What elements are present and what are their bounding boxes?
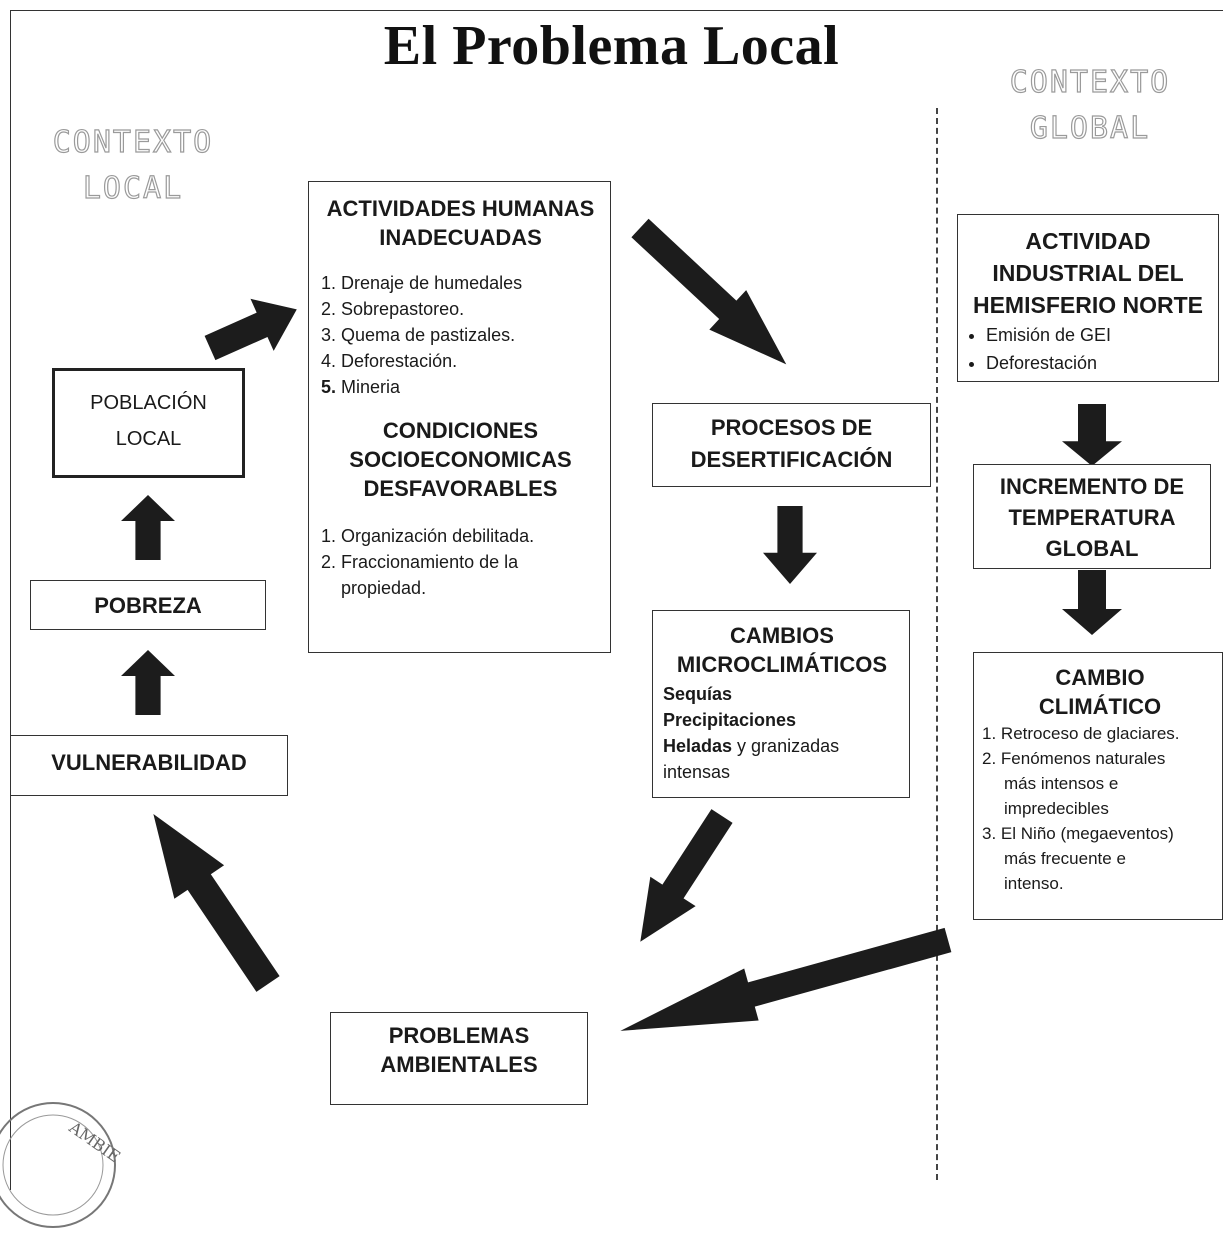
svg-text:AMBIE: AMBIE xyxy=(65,1117,124,1166)
list-item: 1. Organización debilitada. xyxy=(321,526,535,546)
condiciones-list: 1. Organización debilitada. 2. Fracciona… xyxy=(321,523,600,601)
box-problemas-ambientales: PROBLEMAS AMBIENTALES xyxy=(330,1012,588,1105)
list-item: 2. Sobrepastoreo. xyxy=(321,299,465,319)
list-item: 4. Deforestación. xyxy=(321,351,458,371)
microclima-list: Sequías Precipitaciones Heladas y graniz… xyxy=(663,681,901,785)
box-pobreza: POBREZA xyxy=(30,580,266,630)
box-cambio-climatico: CAMBIO CLIMÁTICO 1. Retroceso de glaciar… xyxy=(973,652,1223,920)
arrow-actividades-to-procesos xyxy=(621,208,805,385)
list-item: 1. Drenaje de humedales xyxy=(321,273,523,293)
list-item: impredecibles xyxy=(1004,799,1109,818)
context-global-label: CONTEXTO GLOBAL xyxy=(1009,64,1171,146)
list-item: Heladas y granizadas xyxy=(663,736,840,756)
arrow-cambios-to-problemas xyxy=(617,801,745,957)
list-item: 3. Quema de pastizales. xyxy=(321,325,516,345)
list-item: 5. Mineria xyxy=(321,377,401,397)
actividades-list: 1. Drenaje de humedales 2. Sobrepastoreo… xyxy=(321,270,600,400)
list-item: 1. Retroceso de glaciares. xyxy=(982,724,1180,743)
list-item: más intensos e xyxy=(1004,774,1119,793)
list-item: Sequías xyxy=(663,684,733,704)
box-actividad-industrial: ACTIVIDAD INDUSTRIAL DEL HEMISFERIO NORT… xyxy=(957,214,1219,382)
arrow-poblacion-to-actividades xyxy=(198,283,309,375)
arrow-pobreza-to-poblacion xyxy=(121,495,175,560)
list-item: Deforestación xyxy=(986,349,1212,377)
arrow-cambio-climatico-to-problemas xyxy=(613,913,956,1057)
climatico-list: 1. Retroceso de glaciares. 2. Fenómenos … xyxy=(982,721,1218,896)
arrow-procesos-to-cambios xyxy=(763,506,817,584)
box-actividades-humanas: ACTIVIDADES HUMANAS INADECUADAS 1. Drena… xyxy=(308,181,611,653)
list-item: Precipitaciones xyxy=(663,710,797,730)
list-item: más frecuente e xyxy=(1004,849,1126,868)
industrial-list: Emisión de GEI Deforestación xyxy=(964,321,1212,377)
context-local-label: CONTEXTO LOCAL xyxy=(52,124,214,206)
arrow-incremento-to-cambio-climatico xyxy=(1062,570,1122,635)
list-item: 3. El Niño (megaeventos) xyxy=(982,824,1174,843)
box-poblacion-local: POBLACIÓN LOCAL xyxy=(52,368,245,478)
list-item: intenso. xyxy=(1004,874,1064,893)
box-procesos-desertificacion: PROCESOS DE DESERTIFICACIÓN xyxy=(652,403,931,487)
local-global-divider xyxy=(936,108,938,1180)
list-item: 2. Fenómenos naturales xyxy=(982,749,1166,768)
list-item: propiedad. xyxy=(341,578,427,598)
arrow-industrial-to-incremento xyxy=(1062,404,1122,466)
list-item: intensas xyxy=(663,762,731,782)
box-vulnerabilidad: VULNERABILIDAD xyxy=(10,735,288,796)
list-item: 2. Fraccionamiento de la xyxy=(321,552,519,572)
diagram-frame xyxy=(10,10,1223,1190)
page-title: El Problema Local xyxy=(383,15,840,77)
list-item: Emisión de GEI xyxy=(986,321,1212,349)
seal-stamp: AMBIE xyxy=(0,1102,124,1228)
arrow-vulnerabilidad-to-pobreza xyxy=(121,650,175,715)
arrow-problemas-to-vulnerabilidad xyxy=(128,797,293,1001)
box-incremento-temperatura: INCREMENTO DE TEMPERATURA GLOBAL xyxy=(973,464,1211,569)
box-cambios-microclimaticos: CAMBIOS MICROCLIMÁTICOS Sequías Precipit… xyxy=(652,610,910,798)
